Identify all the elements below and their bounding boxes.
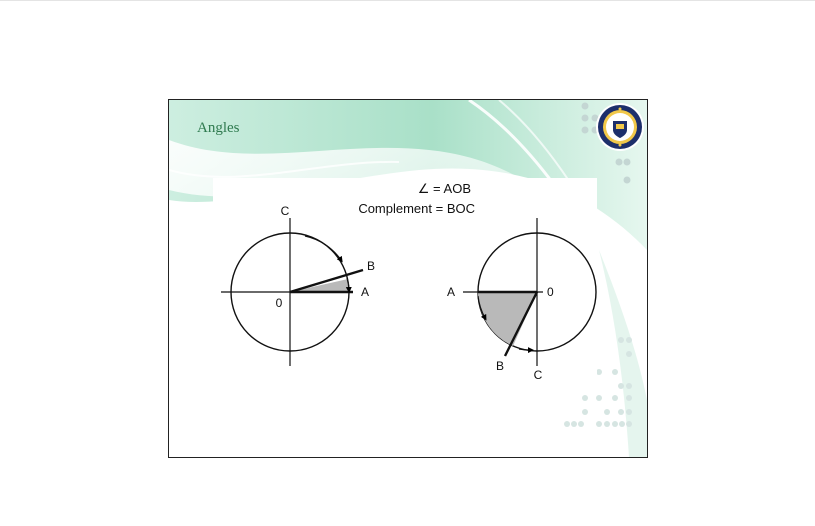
left-label-origin: 0 bbox=[276, 296, 283, 310]
right-label-b: B bbox=[496, 359, 504, 373]
left-label-b: B bbox=[367, 259, 375, 273]
left-label-a: A bbox=[361, 285, 369, 299]
slide-title: Angles bbox=[197, 120, 240, 136]
right-label-a: A bbox=[447, 285, 455, 299]
right-label-c: C bbox=[534, 368, 543, 382]
top-divider bbox=[0, 0, 815, 1]
angle-definition-text: ∠ = AOB bbox=[418, 181, 471, 196]
left-angle-figure: C B A 0 bbox=[221, 204, 375, 366]
angle-diagram: C B A 0 ∠ = AOB Complement = BOC A 0 B bbox=[213, 178, 597, 386]
slide: Angles bbox=[168, 99, 648, 458]
right-label-origin: 0 bbox=[547, 285, 554, 299]
right-angle-figure: A 0 B C bbox=[447, 218, 597, 382]
complement-definition-text: Complement = BOC bbox=[358, 201, 475, 216]
college-seal-icon bbox=[596, 103, 644, 151]
angle-diagram-svg: C B A 0 ∠ = AOB Complement = BOC A 0 B bbox=[221, 181, 597, 382]
left-label-c: C bbox=[281, 204, 290, 218]
